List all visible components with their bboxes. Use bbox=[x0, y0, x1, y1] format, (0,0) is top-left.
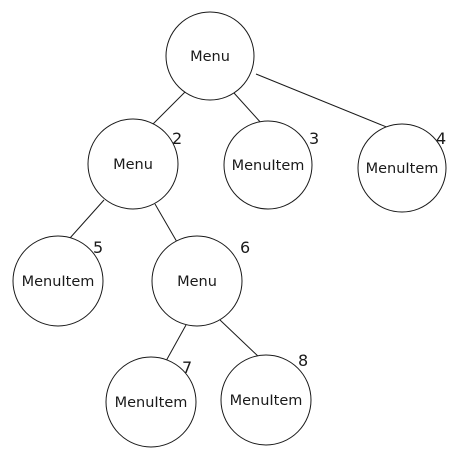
tree-node-8: MenuItem 8 bbox=[220, 351, 312, 446]
node-number: 5 bbox=[93, 238, 103, 257]
node-label: MenuItem bbox=[232, 158, 305, 174]
edge-node-2-to-node-6 bbox=[154, 203, 178, 243]
node-number: 7 bbox=[182, 358, 192, 377]
tree-node-5: MenuItem 5 bbox=[12, 235, 104, 327]
node-label: Menu bbox=[190, 49, 230, 65]
edge-root-to-node-4 bbox=[255, 73, 390, 129]
node-label: Menu bbox=[113, 157, 153, 173]
node-label: MenuItem bbox=[115, 395, 188, 411]
node-circle bbox=[87, 118, 179, 210]
edge-node-6-to-node-7 bbox=[165, 324, 187, 362]
edge-root-to-node-2 bbox=[149, 90, 187, 128]
node-circle bbox=[357, 123, 447, 213]
node-number: 3 bbox=[309, 129, 319, 148]
node-circle bbox=[151, 235, 243, 327]
node-label: MenuItem bbox=[366, 161, 439, 177]
tree-node-root: Menu bbox=[165, 11, 255, 101]
node-number: 8 bbox=[298, 351, 308, 370]
node-number: 4 bbox=[436, 129, 446, 148]
tree-node-2: Menu 2 bbox=[87, 118, 182, 210]
node-label: MenuItem bbox=[230, 393, 303, 409]
node-circle bbox=[220, 354, 312, 446]
tree-node-3: MenuItem 3 bbox=[223, 120, 319, 210]
node-circle bbox=[12, 235, 104, 327]
edge-root-to-node-3 bbox=[233, 92, 263, 125]
node-circle bbox=[223, 120, 313, 210]
node-label: Menu bbox=[177, 274, 217, 290]
edge-node-2-to-node-5 bbox=[69, 199, 105, 239]
edge-node-6-to-node-8 bbox=[219, 319, 262, 360]
node-circle bbox=[165, 11, 255, 101]
tree-node-6: Menu 6 bbox=[151, 235, 250, 327]
tree-node-7: MenuItem 7 bbox=[105, 356, 197, 448]
node-number: 6 bbox=[240, 238, 250, 257]
tree-edges bbox=[69, 73, 390, 362]
node-number: 2 bbox=[172, 129, 182, 148]
node-circle bbox=[105, 356, 197, 448]
node-label: MenuItem bbox=[22, 274, 95, 290]
tree-node-4: MenuItem 4 bbox=[357, 123, 447, 213]
